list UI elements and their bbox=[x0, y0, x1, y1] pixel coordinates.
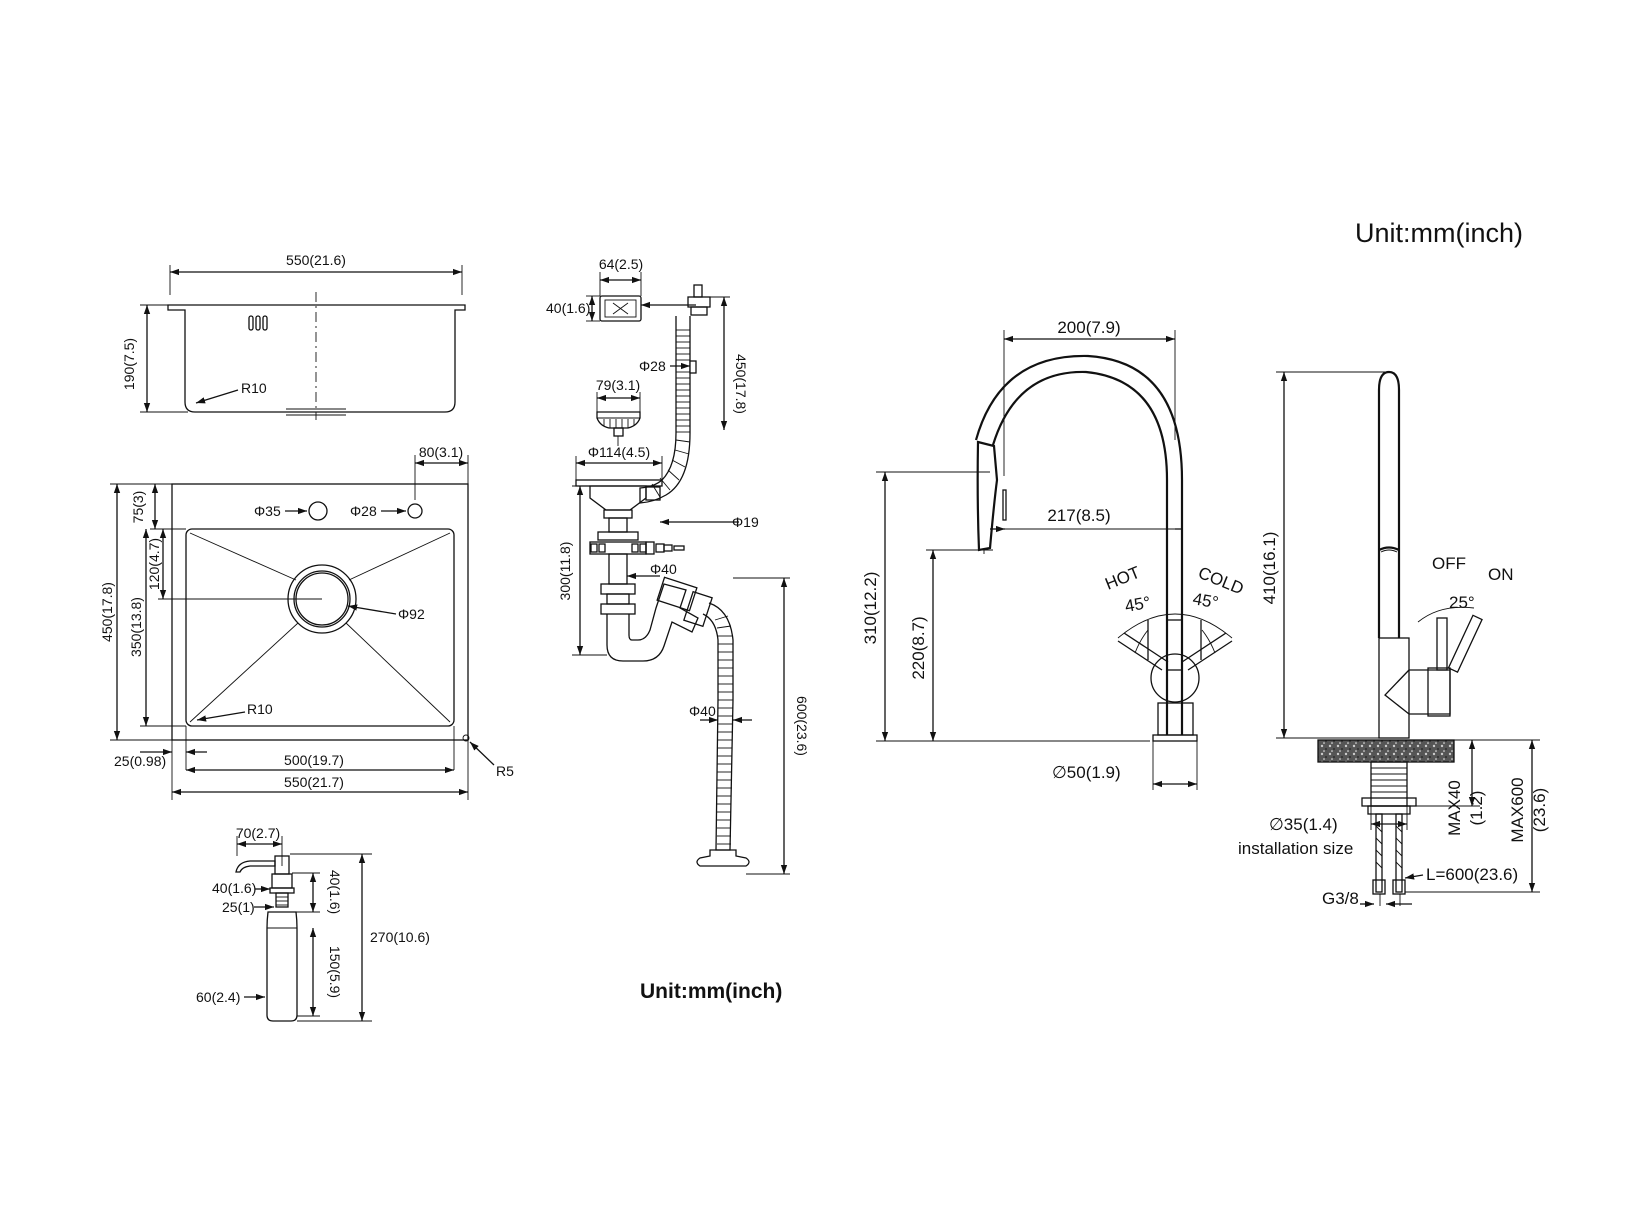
faucet-side-view: OFF ON 25° 410(16.1) ∅35(1.4) i bbox=[1238, 370, 1549, 908]
side-hose-length: L=600(23.6) bbox=[1426, 865, 1518, 884]
unit-label-middle: Unit:mm(inch) bbox=[640, 980, 782, 1003]
drain-kit: 64(2.5) 40(1.6) Φ28 bbox=[546, 256, 810, 875]
inner-width-dim: 500(19.7) bbox=[284, 752, 344, 768]
outer-depth-dim: 450(17.8) bbox=[99, 582, 115, 642]
thread-label: G3/8 bbox=[1322, 889, 1359, 908]
outer-width-dim: 550(21.7) bbox=[284, 774, 344, 790]
sink-side-radius: R10 bbox=[241, 380, 267, 396]
pipe-dia-dim: Φ40 bbox=[650, 561, 677, 577]
soap-bottle-width: 60(2.4) bbox=[196, 989, 240, 1005]
sink-width-dim: 550(21.6) bbox=[286, 252, 346, 268]
soap-bottle-dim: 150(5.9) bbox=[327, 946, 343, 998]
side-height-dim: 410(16.1) bbox=[1260, 532, 1279, 605]
overflow-width-dim: 64(2.5) bbox=[599, 256, 643, 272]
faucet-total-h-dim: 310(12.2) bbox=[861, 572, 880, 645]
spray-reach-dim: 217(8.5) bbox=[1047, 506, 1110, 525]
hose-length-dim: 450(17.8) bbox=[733, 354, 749, 414]
inner-depth-dim: 350(13.8) bbox=[128, 597, 144, 657]
edge-margin-dim: 25(0.98) bbox=[114, 753, 166, 769]
top-margin-dim: 75(3) bbox=[130, 491, 146, 524]
side-hole-dia: ∅35(1.4) bbox=[1269, 815, 1338, 834]
hot-label: HOT bbox=[1102, 563, 1142, 594]
install-size-label: installation size bbox=[1238, 839, 1353, 858]
max-deck-inch: (1.2) bbox=[1467, 791, 1486, 826]
hot-angle: 45° bbox=[1123, 593, 1152, 616]
trap-height-dim: 300(11.8) bbox=[557, 542, 573, 601]
flex-dia-dim: Φ40 bbox=[689, 703, 716, 719]
on-label: ON bbox=[1488, 565, 1514, 584]
off-label: OFF bbox=[1432, 554, 1466, 573]
flex-length-dim: 600(23.6) bbox=[794, 696, 810, 756]
faucet-reach-dim: 200(7.9) bbox=[1057, 318, 1120, 337]
basket-dia-dim: Φ114(4.5) bbox=[588, 444, 650, 460]
drain-offset-dim: 120(4.7) bbox=[146, 538, 162, 590]
tap-offset-dim: 80(3.1) bbox=[419, 444, 463, 460]
soap-shank-dim: 25(1) bbox=[222, 899, 255, 915]
strainer-width-dim: 79(3.1) bbox=[596, 377, 640, 393]
unit-label-top: Unit:mm(inch) bbox=[1355, 218, 1523, 248]
lever-angle: 25° bbox=[1449, 593, 1475, 612]
max-total-inch: (23.6) bbox=[1530, 788, 1549, 832]
soap-thread-dim: 40(1.6) bbox=[327, 870, 343, 914]
drain-dia-dim: Φ92 bbox=[398, 606, 425, 622]
faucet-spout-h-dim: 220(8.7) bbox=[909, 616, 928, 679]
soap-head-dim: 40(1.6) bbox=[212, 880, 256, 896]
base-dia-dim: ∅50(1.9) bbox=[1052, 763, 1121, 782]
overflow-height-dim: 40(1.6) bbox=[546, 300, 590, 316]
max-total-label: MAX600 bbox=[1508, 777, 1527, 842]
cold-angle: 45° bbox=[1191, 589, 1220, 612]
sink-depth-dim: 190(7.5) bbox=[121, 338, 137, 390]
sink-side-view: 550(21.6) 190(7.5) R10 bbox=[121, 252, 466, 420]
soap-spout-dim: 70(2.7) bbox=[236, 825, 280, 841]
hose-dia-dim: Φ28 bbox=[639, 358, 666, 374]
faucet-front-view: 200(7.9) 217(8.5) HOT COLD 45° 45° 310(1… bbox=[861, 318, 1246, 790]
soap-total-dim: 270(10.6) bbox=[370, 929, 430, 945]
branch-dia-dim: Φ19 bbox=[732, 514, 759, 530]
inner-radius-dim: R10 bbox=[247, 701, 273, 717]
max-deck-label: MAX40 bbox=[1445, 780, 1464, 836]
hole-b-dim: Φ28 bbox=[350, 503, 377, 519]
soap-dispenser: 70(2.7) 40(1.6) 150(5.9) 270(10.6) 40(1.… bbox=[196, 825, 430, 1022]
corner-radius-dim: R5 bbox=[496, 763, 514, 779]
sink-top-view: Φ35 Φ28 80(3.1) 75(3) 120(4.7) Φ92 450(1… bbox=[99, 444, 514, 800]
hole-a-dim: Φ35 bbox=[254, 503, 281, 519]
